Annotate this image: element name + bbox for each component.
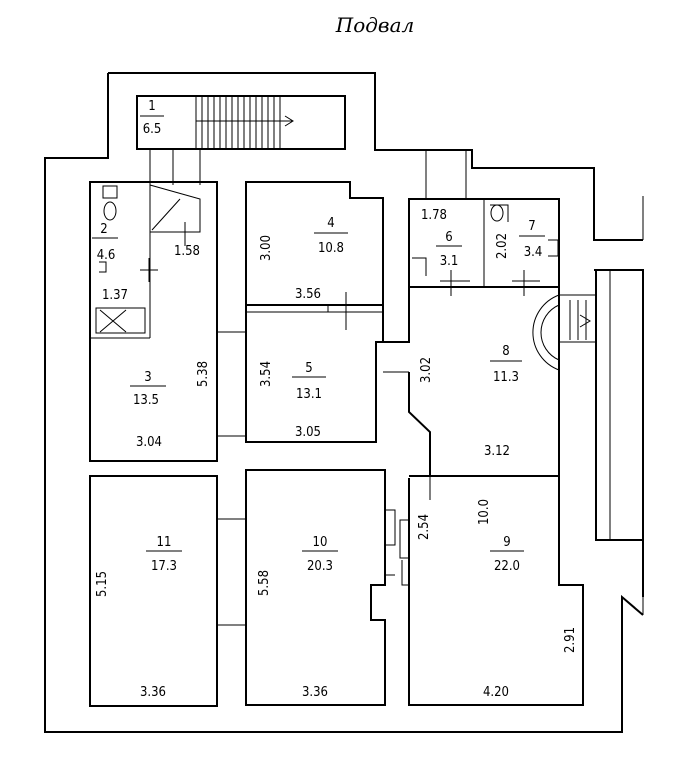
room-label-10: 10 20.3 bbox=[302, 535, 338, 574]
right-side-walls bbox=[595, 270, 643, 541]
dim-label: 3.04 bbox=[136, 435, 162, 450]
dimension-labels: 1.58 1.37 5.38 3.04 3.00 3.56 3.54 3.05 … bbox=[95, 208, 578, 700]
svg-text:3: 3 bbox=[144, 370, 151, 385]
svg-text:9: 9 bbox=[503, 535, 510, 550]
rooms-6-7-walls bbox=[408, 150, 560, 296]
svg-text:3.4: 3.4 bbox=[524, 245, 543, 260]
svg-text:11.3: 11.3 bbox=[493, 370, 519, 385]
svg-text:17.3: 17.3 bbox=[151, 559, 177, 574]
dim-label: 1.37 bbox=[102, 288, 128, 303]
dim-label: 2.54 bbox=[417, 514, 432, 540]
dim-label: 2.02 bbox=[495, 233, 510, 259]
dim-label: 10.0 bbox=[477, 499, 492, 525]
dim-label: 3.05 bbox=[295, 425, 321, 440]
svg-text:11: 11 bbox=[157, 535, 172, 550]
dim-label: 3.00 bbox=[259, 235, 274, 261]
plan-title: Подвал bbox=[335, 13, 414, 37]
room-label-5: 5 13.1 bbox=[292, 361, 326, 402]
room-label-9: 9 22.0 bbox=[490, 535, 524, 574]
svg-text:13.1: 13.1 bbox=[296, 387, 322, 402]
rooms-2-3-walls bbox=[89, 181, 218, 462]
dim-label: 5.58 bbox=[257, 570, 272, 596]
dim-label: 5.15 bbox=[95, 571, 110, 597]
svg-text:7: 7 bbox=[528, 219, 535, 234]
room-label-3: 3 13.5 bbox=[130, 370, 166, 408]
rooms-4-5-walls bbox=[217, 181, 384, 443]
dim-label: 3.36 bbox=[140, 685, 166, 700]
svg-text:6.5: 6.5 bbox=[143, 122, 162, 137]
svg-text:6: 6 bbox=[445, 230, 452, 245]
room-11-walls bbox=[89, 475, 218, 707]
room-label-7: 7 3.4 bbox=[519, 219, 545, 260]
stair-room-1 bbox=[136, 95, 346, 185]
room-labels: 1 6.5 2 4.6 3 13.5 4 10.8 5 13.1 6 3.1 bbox=[92, 99, 545, 574]
room-label-6: 6 3.1 bbox=[436, 230, 462, 269]
svg-text:10.8: 10.8 bbox=[318, 241, 344, 256]
room-9-walls bbox=[399, 475, 584, 706]
svg-text:20.3: 20.3 bbox=[307, 559, 333, 574]
room-label-4: 4 10.8 bbox=[314, 216, 348, 256]
dim-label: 1.58 bbox=[174, 244, 200, 259]
dim-label: 3.36 bbox=[302, 685, 328, 700]
dim-label: 4.20 bbox=[483, 685, 509, 700]
svg-text:4.6: 4.6 bbox=[97, 248, 116, 263]
room-label-8: 8 11.3 bbox=[490, 344, 522, 385]
dim-label: 1.78 bbox=[421, 208, 447, 223]
room-label-1: 1 6.5 bbox=[140, 99, 164, 137]
room-10-walls bbox=[217, 469, 396, 706]
svg-text:2: 2 bbox=[100, 222, 107, 237]
room-label-11: 11 17.3 bbox=[146, 535, 182, 574]
svg-text:4: 4 bbox=[327, 216, 334, 231]
svg-text:22.0: 22.0 bbox=[494, 559, 520, 574]
dim-label: 2.91 bbox=[563, 627, 578, 653]
svg-text:5: 5 bbox=[305, 361, 312, 376]
svg-text:1: 1 bbox=[148, 99, 155, 114]
svg-text:3.1: 3.1 bbox=[440, 254, 459, 269]
dim-label: 5.38 bbox=[196, 361, 211, 387]
dim-label: 3.54 bbox=[259, 361, 274, 387]
svg-text:8: 8 bbox=[502, 344, 509, 359]
room-label-2: 2 4.6 bbox=[92, 222, 118, 263]
dim-label: 3.12 bbox=[484, 444, 510, 459]
dim-label: 3.02 bbox=[419, 357, 434, 383]
stair-treads bbox=[195, 97, 294, 148]
svg-text:10: 10 bbox=[313, 535, 328, 550]
dim-label: 3.56 bbox=[295, 287, 321, 302]
svg-text:13.5: 13.5 bbox=[133, 393, 159, 408]
